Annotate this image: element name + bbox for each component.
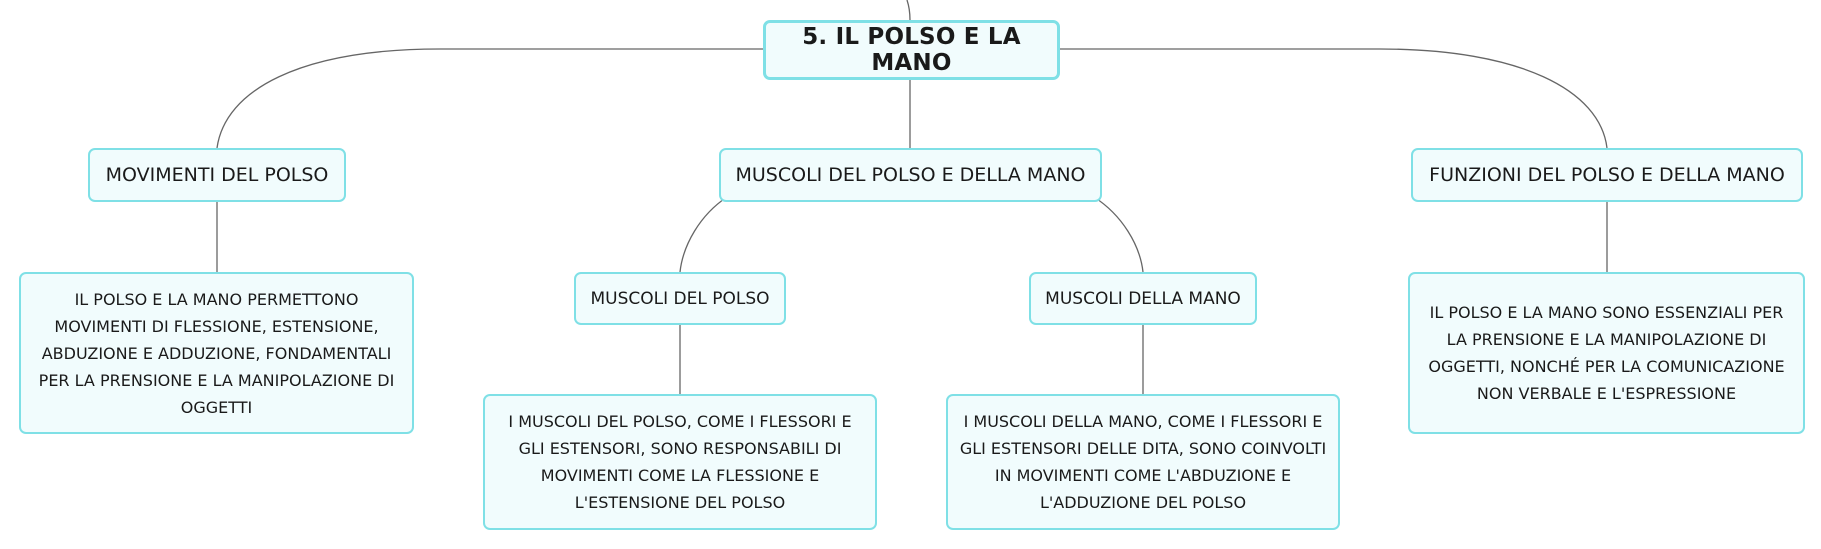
topic-muscoli-mano-label: MUSCOLI DELLA MANO [1045,288,1241,309]
detail-muscoli-polso-text: I MUSCOLI DEL POLSO, COME I FLESSORI E G… [508,412,852,512]
root-topic-label: 5. IL POLSO E LA MANO [802,24,1021,76]
topic-muscoli-del-polso[interactable]: MUSCOLI DEL POLSO [574,272,786,325]
detail-funzioni-text: IL POLSO E LA MANO SONO ESSENZIALI PER L… [1428,303,1785,403]
connector-muscoli-to-mano [1093,196,1144,273]
topic-muscoli-label: MUSCOLI DEL POLSO E DELLA MANO [735,164,1086,186]
detail-movimenti-text: IL POLSO E LA MANO PERMETTONO MOVIMENTI … [38,289,395,417]
root-topic[interactable]: 5. IL POLSO E LA MANO [763,20,1060,80]
topic-movimenti-del-polso[interactable]: MOVIMENTI DEL POLSO [88,148,346,202]
topic-muscoli-del-polso-e-della-mano[interactable]: MUSCOLI DEL POLSO E DELLA MANO [719,148,1102,202]
connector-muscoli-to-polso [679,196,728,273]
topic-funzioni-del-polso-e-della-mano[interactable]: FUNZIONI DEL POLSO E DELLA MANO [1411,148,1803,202]
detail-muscoli-della-mano[interactable]: I MUSCOLI DELLA MANO, COME I FLESSORI E … [946,394,1340,530]
connector-root-to-movimenti [216,48,763,149]
detail-muscoli-del-polso[interactable]: I MUSCOLI DEL POLSO, COME I FLESSORI E G… [483,394,877,530]
topic-muscoli-della-mano[interactable]: MUSCOLI DELLA MANO [1029,272,1257,325]
detail-movimenti-del-polso[interactable]: IL POLSO E LA MANO PERMETTONO MOVIMENTI … [19,272,414,434]
connector-root-to-funzioni [1060,48,1608,149]
topic-muscoli-polso-label: MUSCOLI DEL POLSO [590,288,770,309]
detail-muscoli-mano-text: I MUSCOLI DELLA MANO, COME I FLESSORI E … [959,412,1327,512]
detail-funzioni-del-polso-e-della-mano[interactable]: IL POLSO E LA MANO SONO ESSENZIALI PER L… [1408,272,1805,434]
topic-movimenti-label: MOVIMENTI DEL POLSO [105,164,329,186]
connector-parent-to-root [906,0,911,21]
topic-funzioni-label: FUNZIONI DEL POLSO E DELLA MANO [1429,164,1785,186]
